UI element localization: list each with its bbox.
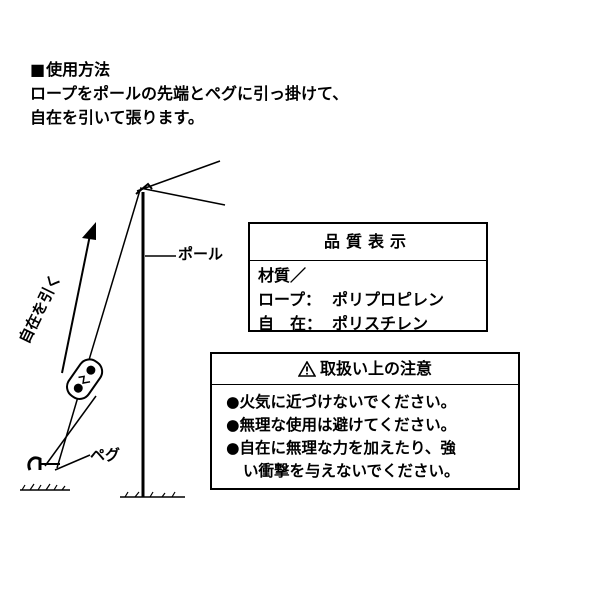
quality-title: 品質表示 <box>250 224 486 261</box>
usage-line-1: ロープをポールの先端とペグに引っ掛けて、 <box>30 84 349 103</box>
caution-item-1: 火気に近づけないでください。 <box>226 391 518 414</box>
ground-grass-right <box>124 491 176 498</box>
caution-item-3: 自在に無理な力を加えたり、強 <box>226 437 518 460</box>
usage-heading: 使用方法 <box>30 58 348 82</box>
caution-title: 取扱い上の注意 <box>319 359 432 378</box>
slider-material-value: ポリスチレン <box>332 314 429 333</box>
peg-shape <box>27 456 42 471</box>
rope-material-row: ロープ： ポリプロピレン <box>258 288 486 312</box>
peg-label-line <box>54 454 91 471</box>
pull-arrow-line <box>61 234 91 374</box>
quality-label-box: 品質表示 材質／ ロープ： ポリプロピレン 自 在： ポリスチレン <box>248 222 488 333</box>
rope-lower-2 <box>44 395 97 467</box>
caution-item-3-continued: い衝撃を与えないでください。 <box>243 462 460 480</box>
slider-shape <box>66 358 104 400</box>
slider-material-label: 自 在： <box>258 314 323 333</box>
caution-box: 取扱い上の注意 火気に近づけないでください。 無理な使用は避けてください。 自在… <box>210 352 520 490</box>
pull-arrow-head <box>82 222 96 240</box>
ground-grass-left <box>21 483 66 491</box>
slider-material-row: 自 在： ポリスチレン <box>258 312 486 336</box>
material-label: 材質／ <box>258 266 307 285</box>
usage-line-2: 自在を引いて張ります。 <box>30 108 204 127</box>
warning-icon <box>297 360 317 377</box>
rope-top-right-2 <box>139 187 226 206</box>
usage-section: 使用方法 ロープをポールの先端とペグに引っ掛けて、 自在を引いて張ります。 <box>30 58 348 130</box>
rope-lower-1 <box>56 389 81 469</box>
peg-label: ペグ <box>90 446 121 464</box>
pole-label: ポール <box>178 245 224 263</box>
caution-item-2: 無理な使用は避けてください。 <box>226 414 518 437</box>
rope-main <box>79 189 141 391</box>
caution-title-row: 取扱い上の注意 <box>212 354 518 385</box>
rope-material-value: ポリプロピレン <box>332 290 445 309</box>
rope-material-label: ロープ： <box>258 290 322 309</box>
